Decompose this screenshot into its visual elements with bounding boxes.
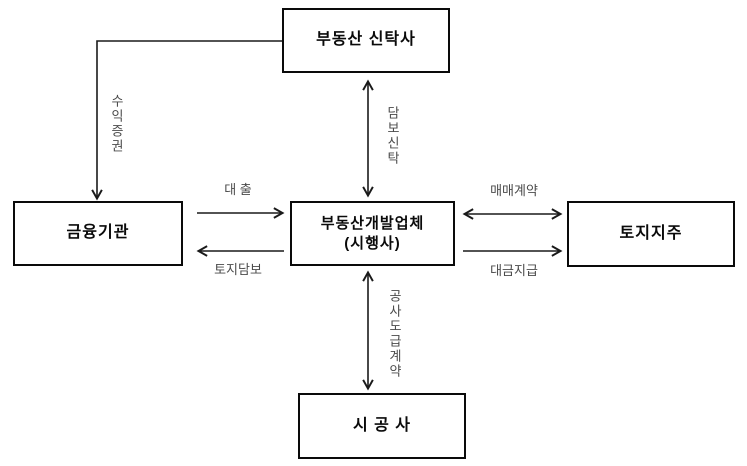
node-constructor: 시 공 사: [298, 393, 466, 459]
edge-label-construction-contract: 공사도급계약: [386, 289, 402, 379]
node-real-estate-trust: 부동산 신탁사: [282, 8, 450, 73]
node-developer-label-line2: (시행사): [344, 234, 401, 252]
node-developer-label-line1: 부동산개발업체: [320, 215, 425, 232]
node-constructor-label: 시 공 사: [352, 416, 412, 434]
edge-label-collateral-trust: 담보신탁: [384, 106, 400, 166]
edge-label-land-collateral: 토지담보: [214, 262, 262, 277]
node-landowner-label: 토지지주: [619, 224, 683, 242]
edge-label-beneficiary-certificate: 수익증권: [108, 94, 124, 154]
edge-label-loan: 대 출: [224, 182, 252, 197]
node-financial-institution-label: 금융기관: [66, 224, 130, 242]
node-financial-institution: 금융기관: [13, 201, 183, 266]
node-landowner: 토지지주: [567, 201, 735, 267]
node-developer: 부동산개발업체 (시행사): [290, 201, 455, 266]
edge-label-payment: 대금지급: [490, 263, 538, 278]
arrow-beneficiary-certificate: [91, 40, 282, 201]
node-real-estate-trust-label: 부동산 신탁사: [316, 31, 416, 49]
edge-label-sales-contract: 매매계약: [490, 183, 538, 198]
